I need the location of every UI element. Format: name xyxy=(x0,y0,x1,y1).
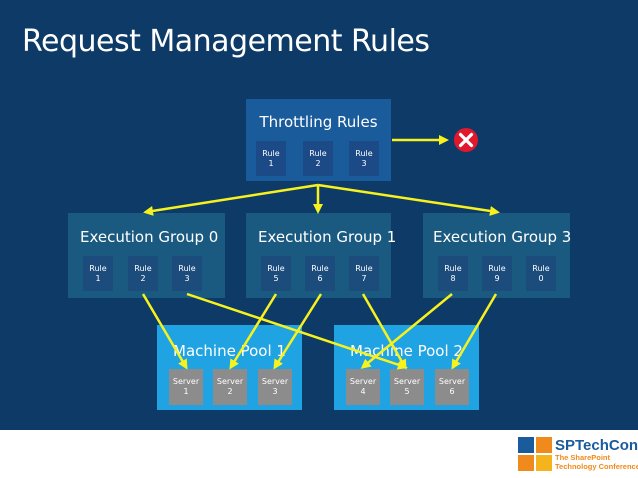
server-number: 2 xyxy=(227,387,233,396)
execution-group-0-label: Execution Group 0 xyxy=(80,228,219,246)
rule-number: 3 xyxy=(184,273,190,283)
throttling-rule-2: Rule 2 xyxy=(303,141,333,176)
sptechcon-logo-icon xyxy=(518,437,552,471)
rule-label: Rule xyxy=(309,148,327,158)
throttling-rules-label: Throttling Rules xyxy=(259,113,378,131)
group-0-rule-3: Rule 3 xyxy=(172,256,202,291)
group-0-rule-1: Rule 1 xyxy=(83,256,113,291)
rule-number: 1 xyxy=(268,158,274,168)
rule-number: 2 xyxy=(315,158,321,168)
brand-name: SPTechCon xyxy=(555,437,638,454)
group-3-rule-0: Rule 0 xyxy=(526,256,556,291)
rule-number: 9 xyxy=(494,273,500,283)
throttling-rules-panel: Throttling Rules Rule 1 Rule 2 Rule 3 xyxy=(246,99,391,181)
rule-label: Rule xyxy=(267,263,285,273)
server-number: 3 xyxy=(272,387,278,396)
group-1-rule-5: Rule 5 xyxy=(261,256,291,291)
brand-tagline-line-2: Technology Conference xyxy=(555,461,638,471)
rule-number: 8 xyxy=(450,273,456,283)
group-1-rule-6: Rule 6 xyxy=(305,256,335,291)
server-number: 6 xyxy=(449,387,455,396)
rule-label: Rule xyxy=(178,263,196,273)
rule-label: Rule xyxy=(311,263,329,273)
rule-number: 1 xyxy=(95,273,101,283)
rule-label: Rule xyxy=(262,148,280,158)
machine-pool-2-panel: Machine Pool 2 Server 4 Server 5 Server … xyxy=(334,325,479,410)
server-label: Server xyxy=(393,377,421,386)
group-3-rule-9: Rule 9 xyxy=(482,256,512,291)
server-label: Server xyxy=(172,377,200,386)
brand-tagline-line-1: The SharePoint xyxy=(555,453,611,462)
slide-title: Request Management Rules xyxy=(22,24,430,59)
group-0-rule-2: Rule 2 xyxy=(128,256,158,291)
rule-number: 0 xyxy=(538,273,544,283)
execution-group-3-panel: Execution Group 3 Rule 8 Rule 9 Rule 0 xyxy=(423,213,572,298)
brand-tagline: The SharePoint Technology Conference xyxy=(555,453,638,471)
server-label: Server xyxy=(438,377,466,386)
machine-pool-1-panel: Machine Pool 1 Server 1 Server 2 Server … xyxy=(157,325,302,410)
rule-number: 6 xyxy=(317,273,323,283)
server-number: 5 xyxy=(404,387,410,396)
throttling-rule-1: Rule 1 xyxy=(256,141,286,176)
machine-pool-2-label: Machine Pool 2 xyxy=(350,342,463,360)
rule-label: Rule xyxy=(488,263,506,273)
execution-group-0-panel: Execution Group 0 Rule 1 Rule 2 Rule 3 xyxy=(68,213,225,298)
rule-label: Rule xyxy=(355,148,373,158)
rule-label: Rule xyxy=(355,263,373,273)
server-3: Server 3 xyxy=(258,369,292,405)
execution-group-1-label: Execution Group 1 xyxy=(258,228,397,246)
group-1-rule-7: Rule 7 xyxy=(349,256,379,291)
rule-number: 7 xyxy=(361,273,367,283)
throttling-rule-3: Rule 3 xyxy=(349,141,379,176)
rule-label: Rule xyxy=(89,263,107,273)
server-label: Server xyxy=(261,377,289,386)
rule-label: Rule xyxy=(134,263,152,273)
server-1: Server 1 xyxy=(169,369,203,405)
server-2: Server 2 xyxy=(213,369,247,405)
sptechcon-logo: SPTechCon The SharePoint Technology Conf… xyxy=(518,437,638,473)
rule-number: 2 xyxy=(140,273,146,283)
server-label: Server xyxy=(349,377,377,386)
server-6: Server 6 xyxy=(435,369,469,405)
execution-group-3-label: Execution Group 3 xyxy=(433,228,572,246)
machine-pool-1-label: Machine Pool 1 xyxy=(173,342,286,360)
rule-label: Rule xyxy=(532,263,550,273)
server-number: 1 xyxy=(183,387,189,396)
rule-label: Rule xyxy=(444,263,462,273)
server-5: Server 5 xyxy=(390,369,424,405)
server-4: Server 4 xyxy=(346,369,380,405)
execution-group-1-panel: Execution Group 1 Rule 5 Rule 6 Rule 7 xyxy=(246,213,397,298)
rule-number: 5 xyxy=(273,273,279,283)
server-label: Server xyxy=(216,377,244,386)
group-3-rule-8: Rule 8 xyxy=(438,256,468,291)
rule-number: 3 xyxy=(361,158,367,168)
server-number: 4 xyxy=(360,387,366,396)
